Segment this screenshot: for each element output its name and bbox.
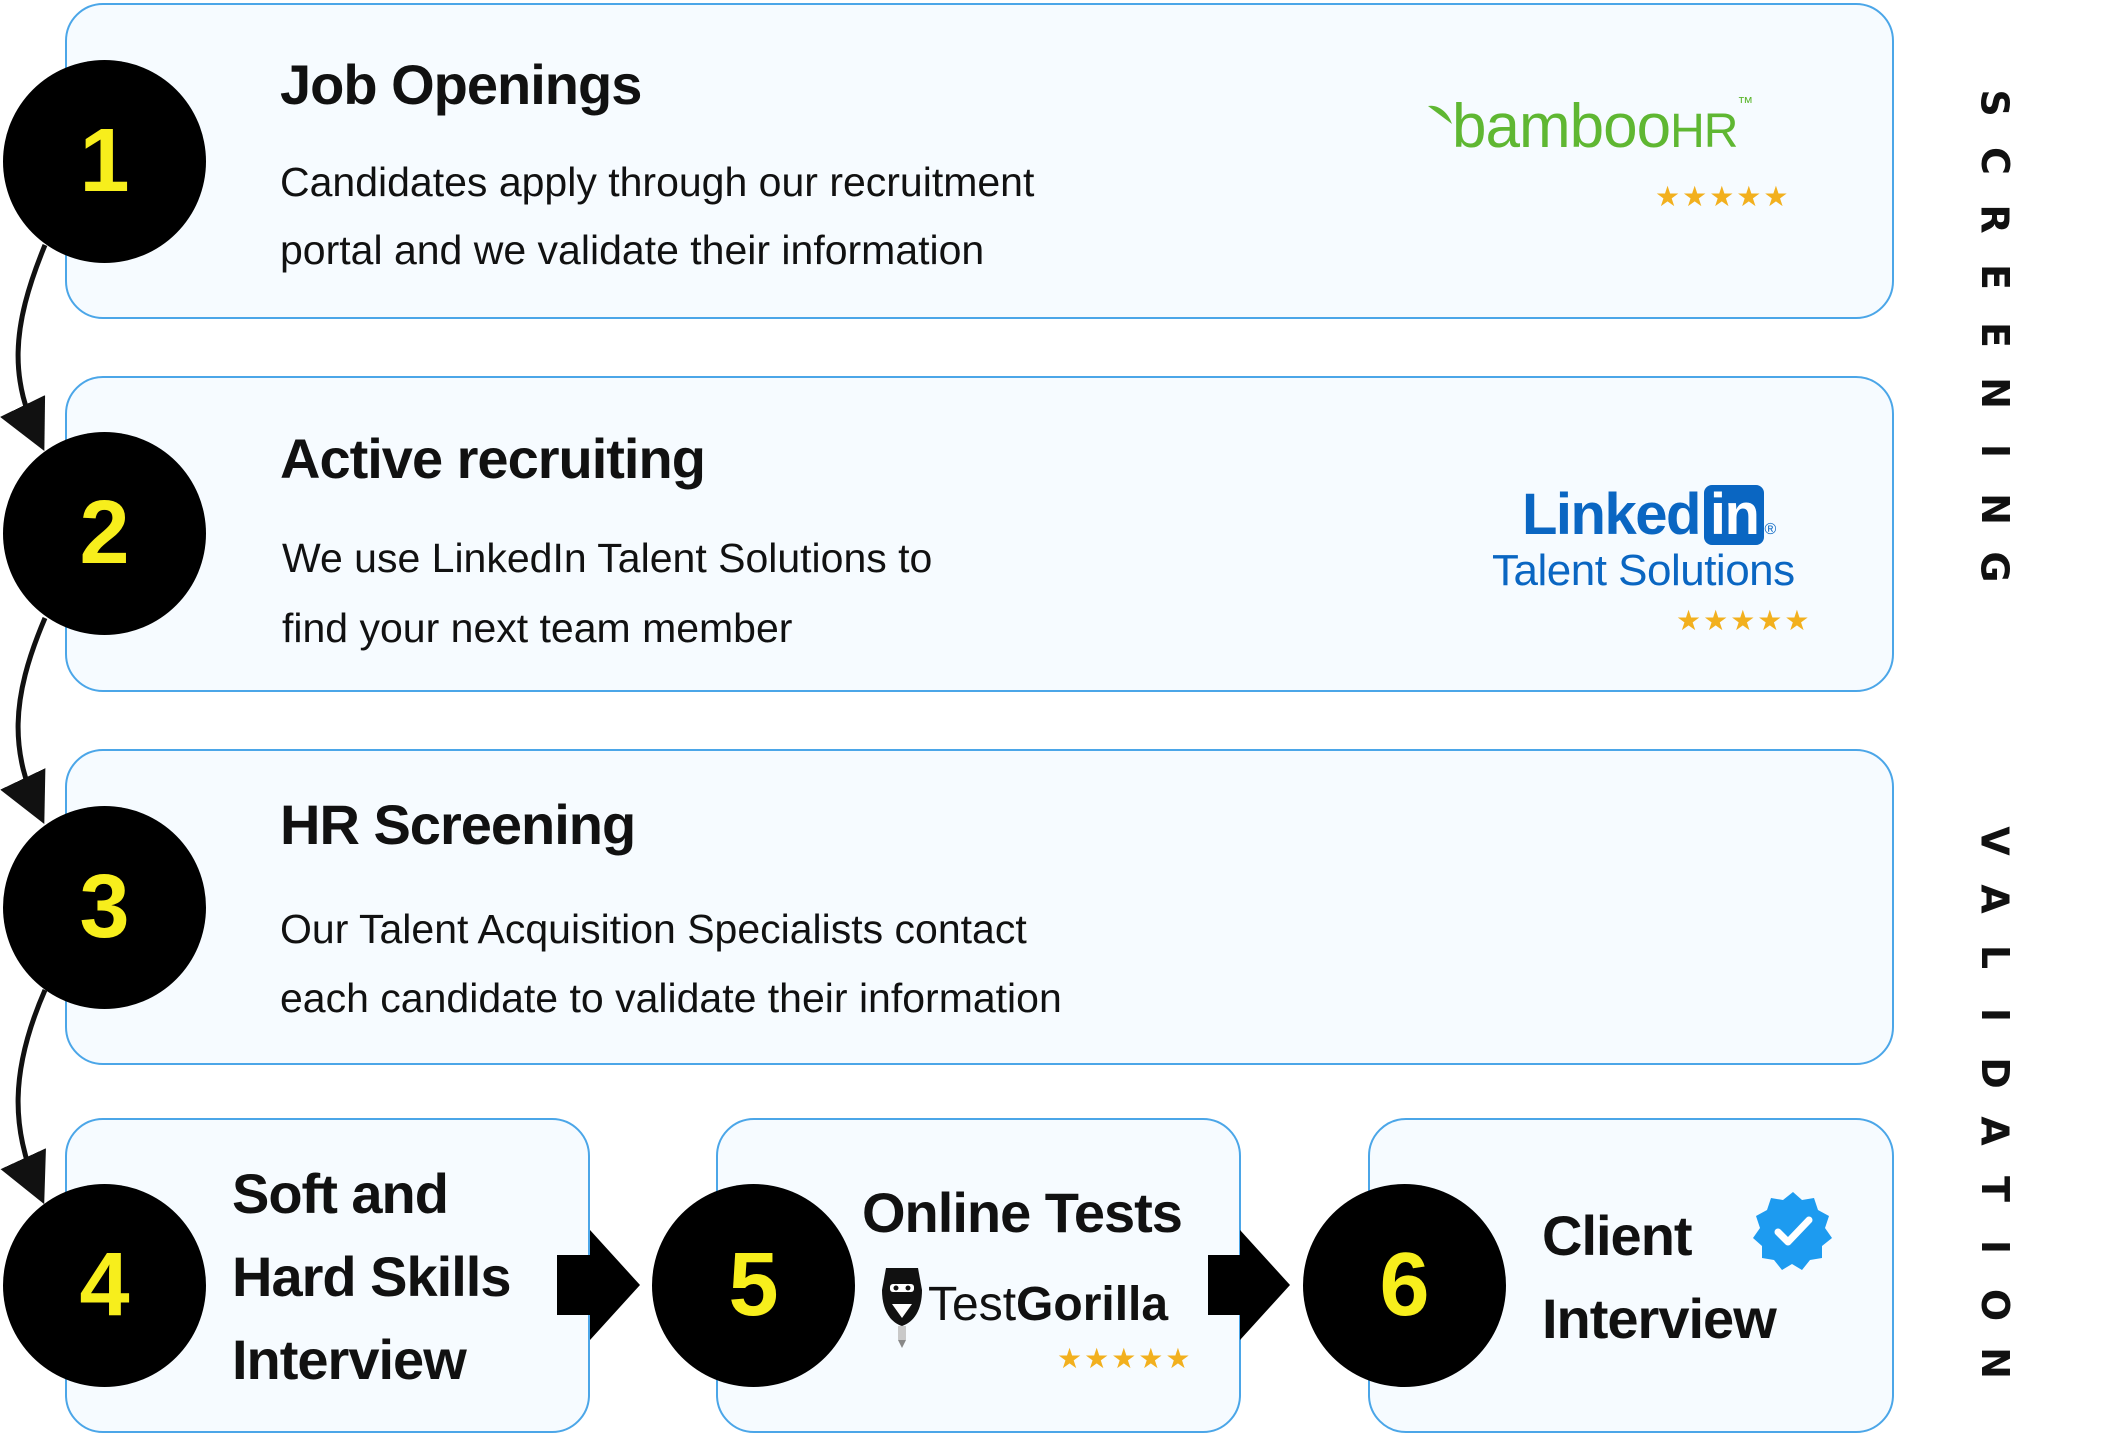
testgorilla-name-bold: Gorilla: [1016, 1278, 1169, 1331]
arrow-2-to-3: [0, 617, 48, 825]
linkedin-rating: ★★★★★: [1676, 605, 1812, 636]
block-arrow-5-to-6: [1208, 1230, 1290, 1340]
step-4-title-line-1: Soft and: [232, 1162, 449, 1225]
step-5-number: 5: [652, 1184, 855, 1387]
testgorilla-name-light: Test: [928, 1278, 1017, 1331]
step-1-description-line-1: Candidates apply through our recruitment: [280, 159, 1035, 205]
step-6-title: Client Interview: [1542, 1194, 1777, 1360]
step-3-description-line-1: Our Talent Acquisition Specialists conta…: [280, 906, 1027, 952]
step-4-title-line-2: Hard Skills: [232, 1245, 511, 1308]
step-4-title: Soft and Hard Skills Interview: [232, 1152, 511, 1401]
step-1-number: 1: [3, 60, 206, 263]
step-1-title: Job Openings: [280, 53, 642, 116]
step-4-title-line-3: Interview: [232, 1328, 467, 1391]
step-1-description-line-2: portal and we validate their information: [280, 227, 985, 273]
linkedin-name: Linked: [1522, 482, 1701, 547]
step-4-card: [65, 1118, 590, 1433]
step-2-number: 2: [3, 432, 206, 635]
bamboohr-suffix: HR: [1670, 105, 1738, 158]
step-5-title: Online Tests: [862, 1181, 1183, 1244]
linkedin-subtitle: Talent Solutions: [1492, 546, 1795, 595]
step-2-card: [65, 376, 1894, 692]
step-2-description-line-1: We use LinkedIn Talent Solutions to: [282, 535, 933, 581]
block-arrow-4-to-5: [557, 1230, 640, 1340]
bamboohr-name: bamboo: [1452, 92, 1671, 161]
step-3-number: 3: [3, 806, 206, 1009]
step-3-description-line-2: each candidate to validate their informa…: [280, 975, 1062, 1021]
step-4-number: 4: [3, 1184, 206, 1387]
verified-badge-icon: [1753, 1192, 1832, 1270]
step-6-number: 6: [1303, 1184, 1506, 1387]
bamboohr-tm: ™: [1737, 95, 1753, 112]
step-6-title-line-2: Interview: [1542, 1287, 1777, 1350]
step-2-title: Active recruiting: [280, 427, 706, 490]
bamboohr-logo: bambooHR™: [1428, 95, 1753, 158]
step-6-title-line-1: Client: [1542, 1204, 1693, 1267]
step-1-card: [65, 3, 1894, 319]
step-2-description-line-2: find your next team member: [282, 605, 793, 651]
testgorilla-rating: ★★★★★: [1057, 1343, 1193, 1374]
arrow-1-to-2: [0, 244, 48, 452]
bamboo-leaf-icon: [1428, 105, 1452, 124]
step-3-title: HR Screening: [280, 793, 636, 856]
testgorilla-logo: TestGorilla: [880, 1260, 1168, 1350]
arrow-3-to-4: [0, 988, 48, 1205]
gorilla-icon: [882, 1268, 922, 1348]
step-3-card: [65, 749, 1894, 1065]
linkedin-in-badge: in: [1703, 485, 1765, 545]
linkedin-reg: ®: [1764, 521, 1776, 538]
bamboohr-rating: ★★★★★: [1655, 181, 1791, 212]
